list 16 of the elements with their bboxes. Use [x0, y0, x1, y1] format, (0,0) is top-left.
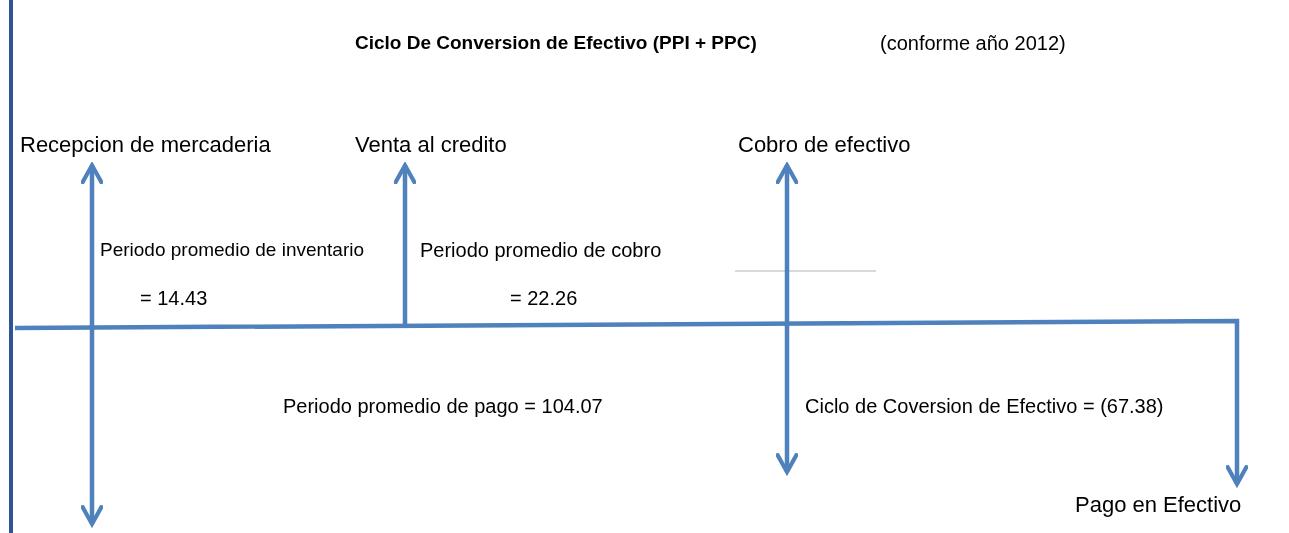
period-label: Periodo promedio de inventario [100, 239, 365, 261]
period-label: Periodo promedio de cobro [420, 239, 662, 262]
event-label: Pago en Efectivo [1075, 492, 1242, 518]
event-label: Recepcion de mercaderia [20, 132, 271, 158]
arrow [80, 163, 104, 527]
diagram-title: Ciclo De Conversion de Efectivo (PPI + PPC) [355, 32, 757, 54]
period-label: = 14.43 [140, 287, 208, 310]
event-label: Cobro de efectivo [738, 132, 911, 158]
arrow [775, 163, 799, 475]
note-label: (conforme año 2012) [880, 32, 1066, 55]
event-label: Venta al credito [355, 132, 507, 158]
arrow [393, 163, 417, 326]
period-label: = 22.26 [510, 287, 578, 310]
arrow [15, 318, 1249, 487]
period-label: Ciclo de Coversion de Efectivo = (67.38) [805, 395, 1164, 418]
period-label: Periodo promedio de pago = 104.07 [283, 395, 603, 418]
